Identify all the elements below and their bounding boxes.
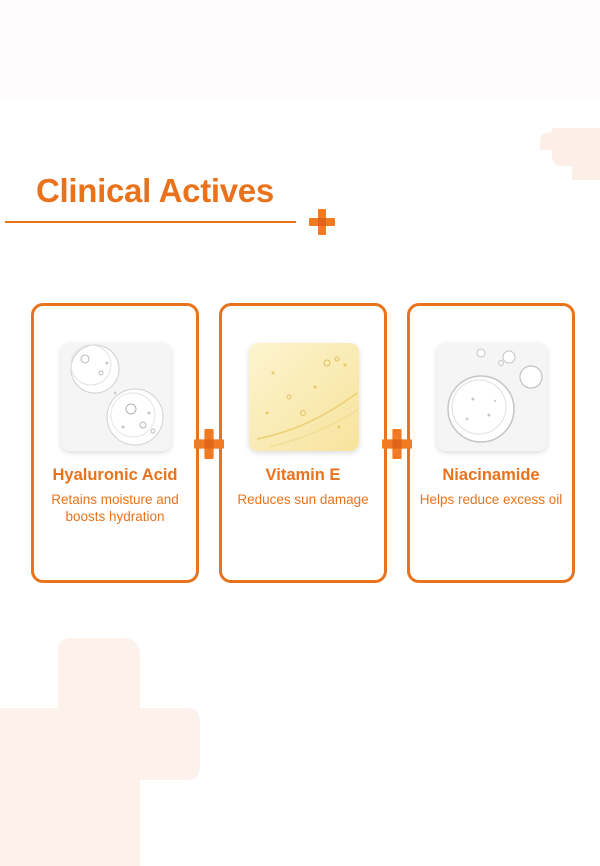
title-underline	[5, 221, 296, 223]
section-title: Clinical Actives	[36, 172, 274, 209]
active-name: Niacinamide	[442, 466, 540, 484]
decorative-cross-top-right	[540, 128, 600, 180]
plus-icon	[309, 209, 335, 235]
active-name: Hyaluronic Acid	[52, 466, 178, 484]
connector-plus-icon	[194, 429, 224, 459]
vitamin-e-image	[249, 343, 359, 451]
active-card-hyaluronic-acid: Hyaluronic Acid Retains moisture and boo…	[31, 303, 199, 583]
active-description: Reduces sun damage	[237, 492, 369, 507]
top-band	[0, 0, 600, 102]
connector-plus-icon	[382, 429, 412, 459]
decorative-cross-bottom-left	[0, 638, 200, 866]
niacinamide-image	[437, 343, 547, 451]
active-card-niacinamide: Niacinamide Helps reduce excess oil	[407, 303, 575, 583]
active-name: Vitamin E	[265, 466, 341, 484]
active-description: Retains moisture and boosts hydration	[51, 492, 179, 524]
hyaluronic-acid-image	[61, 343, 171, 451]
active-description: Helps reduce excess oil	[419, 492, 563, 507]
active-card-vitamin-e: Vitamin E Reduces sun damage	[219, 303, 387, 583]
